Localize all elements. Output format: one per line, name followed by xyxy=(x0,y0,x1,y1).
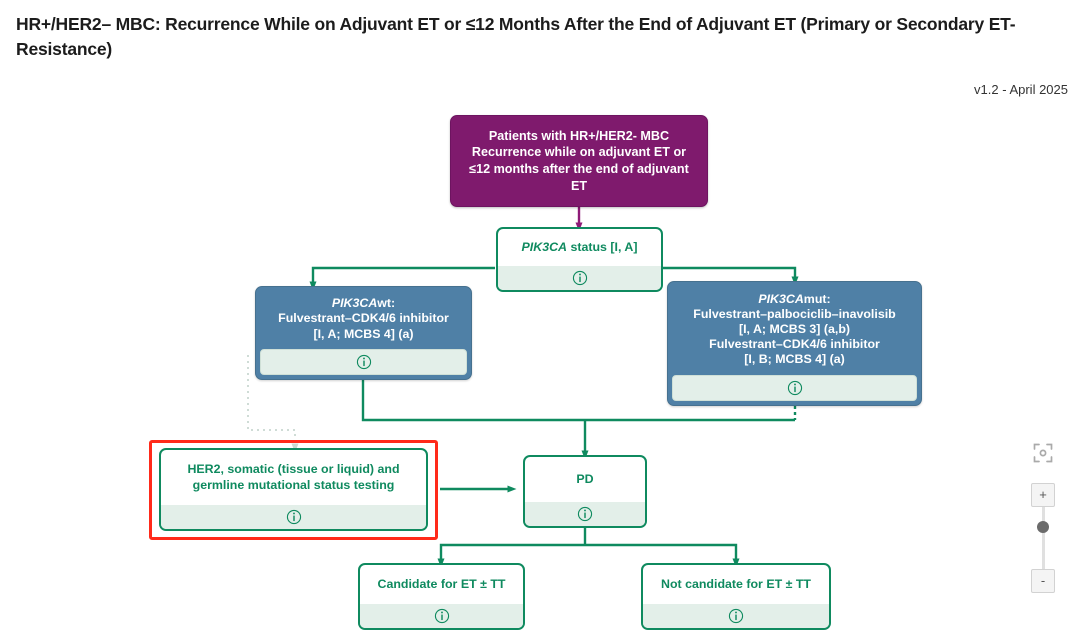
node-pik3ca-status-text: PIK3CA status [I, A] xyxy=(498,229,661,266)
page-title: HR+/HER2– MBC: Recurrence While on Adjuv… xyxy=(16,14,1016,60)
edge-status-to-mut xyxy=(662,266,799,286)
fit-view-icon[interactable] xyxy=(1033,443,1053,463)
node-progressive-disease[interactable]: PD xyxy=(523,455,647,528)
node-pik3ca-mut-treatment[interactable]: PIK3CAmut: Fulvestrant–palbociclib–inavo… xyxy=(667,281,922,406)
version-label: v1.2 - April 2025 xyxy=(974,82,1068,97)
node-her2-testing-footer[interactable] xyxy=(161,505,426,529)
node-patients-start[interactable]: Patients with HR+/HER2- MBC Recurrence w… xyxy=(450,115,708,207)
pik3ca-mut-suffix: mut: xyxy=(803,291,831,306)
node-candidate-text: Candidate for ET ± TT xyxy=(377,576,506,591)
her2-testing-line-2: germline mutational status testing xyxy=(192,477,395,492)
pik3ca-mut-line-3: Fulvestrant–CDK4/6 inhibitor xyxy=(709,337,880,352)
node-not-candidate-et-tt[interactable]: Not candidate for ET ± TT xyxy=(641,563,831,630)
start-line-2: Recurrence while on adjuvant ET or xyxy=(471,145,687,160)
pik3ca-mut-line-1: Fulvestrant–palbociclib–inavolisib xyxy=(693,306,896,321)
edge-split-to-not-candidate xyxy=(585,543,740,568)
zoom-slider-handle[interactable] xyxy=(1037,521,1049,533)
edge-split-to-candidate xyxy=(437,543,585,568)
pik3ca-mut-line-4: [I, B; MCBS 4] (a) xyxy=(744,352,845,367)
node-pd-text: PD xyxy=(576,471,594,486)
her2-testing-line-1: HER2, somatic (tissue or liquid) and xyxy=(187,462,400,477)
info-icon[interactable] xyxy=(434,608,450,624)
node-her2-testing-text: HER2, somatic (tissue or liquid) and ger… xyxy=(161,450,426,505)
pik3ca-mut-line-2: [I, A; MCBS 3] (a,b) xyxy=(738,321,851,336)
info-icon[interactable] xyxy=(572,270,588,286)
info-icon[interactable] xyxy=(577,506,593,522)
info-icon[interactable] xyxy=(286,509,302,525)
pik3ca-mut-gene-label: PIK3CA xyxy=(758,291,804,306)
selection-highlight-her2-testing[interactable] xyxy=(149,440,438,540)
start-line-4: ET xyxy=(570,178,588,193)
node-patients-start-text: Patients with HR+/HER2- MBC Recurrence w… xyxy=(451,116,707,206)
edge-wt-to-her2-testing-dotted xyxy=(247,355,299,453)
node-pik3ca-mut-text: PIK3CAmut: Fulvestrant–palbociclib–inavo… xyxy=(672,286,917,375)
zoom-in-button[interactable]: + xyxy=(1031,483,1055,507)
node-not-candidate-footer[interactable] xyxy=(643,604,829,628)
node-pik3ca-wt-footer[interactable] xyxy=(260,349,467,375)
start-line-1: Patients with HR+/HER2- MBC xyxy=(488,128,670,143)
zoom-slider[interactable] xyxy=(1037,507,1049,569)
node-pik3ca-status-footer[interactable] xyxy=(498,266,661,290)
node-candidate-et-tt[interactable]: Candidate for ET ± TT xyxy=(358,563,525,630)
pik3ca-wt-line-2: [I, A; MCBS 4] (a) xyxy=(313,326,414,341)
pik3ca-wt-gene-label: PIK3CA xyxy=(331,296,378,311)
edge-layer xyxy=(247,207,799,568)
node-pik3ca-status[interactable]: PIK3CA status [I, A] xyxy=(496,227,663,292)
info-icon[interactable] xyxy=(356,354,372,370)
info-icon[interactable] xyxy=(728,608,744,624)
node-her2-mutational-testing[interactable]: HER2, somatic (tissue or liquid) and ger… xyxy=(159,448,428,531)
node-candidate-footer[interactable] xyxy=(360,604,523,628)
edge-wt-to-pd xyxy=(361,380,585,422)
pik3ca-gene-label: PIK3CA xyxy=(521,239,567,254)
zoom-out-button[interactable]: - xyxy=(1031,569,1055,593)
flowchart-canvas[interactable]: Patients with HR+/HER2- MBC Recurrence w… xyxy=(0,100,1080,642)
pik3ca-wt-suffix: wt: xyxy=(377,296,396,311)
node-not-candidate-text: Not candidate for ET ± TT xyxy=(661,576,811,591)
pik3ca-wt-line-1: Fulvestrant–CDK4/6 inhibitor xyxy=(278,311,449,326)
node-pik3ca-wt-treatment[interactable]: PIK3CAwt: Fulvestrant–CDK4/6 inhibitor [… xyxy=(255,286,472,380)
zoom-controls[interactable]: + - xyxy=(1028,443,1058,593)
edge-status-to-wt xyxy=(309,266,495,291)
node-pik3ca-wt-text: PIK3CAwt: Fulvestrant–CDK4/6 inhibitor [… xyxy=(260,291,467,349)
node-pd-footer[interactable] xyxy=(525,502,645,526)
pik3ca-status-suffix: status [I, A] xyxy=(567,239,638,254)
node-pik3ca-mut-footer[interactable] xyxy=(672,375,917,401)
start-line-3: ≤12 months after the end of adjuvant xyxy=(469,162,689,176)
info-icon[interactable] xyxy=(787,380,803,396)
